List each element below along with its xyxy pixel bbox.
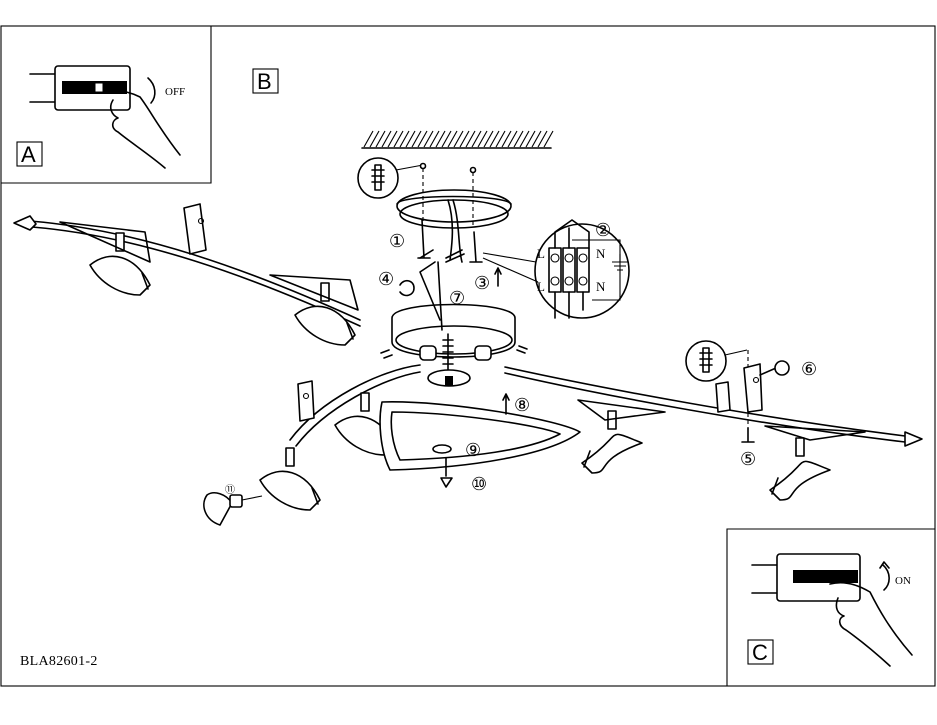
terminal-label-n-bottom: N [596,279,606,294]
hatch-line [435,130,446,148]
panel-a: OFF A [1,26,212,184]
spotlight [581,410,643,474]
arm-frame [59,221,151,263]
arm-frame [269,274,359,311]
hatch-line [507,130,518,148]
ceiling-canopy [396,162,512,263]
hatch-line [453,130,464,148]
hatch-line [471,130,482,148]
terminal-label-n-top: N [596,246,606,261]
hatch-line [399,130,410,148]
up-arrow-icon [502,393,510,415]
terminal-label-l-bottom: L [537,279,545,294]
spotlight [769,437,831,501]
hatch-line [501,130,512,148]
hatch-line [393,130,404,148]
switch-label-on: ON [895,575,911,587]
hand-icon [99,89,181,169]
mounting-plate [380,249,528,387]
hatch-line [531,130,542,148]
panel-letter-c: C [752,640,768,665]
arm-frame [577,399,666,421]
spotlight [259,447,321,511]
rotate-arrow-icon [879,561,890,591]
callout-number: ⑥ [801,359,817,379]
callout-number: ⑨ [465,440,481,460]
breaker-panel-off [29,65,131,111]
hatch-line [411,130,422,148]
hatch-line [513,130,524,148]
terminal-label-l-top: L [537,246,545,261]
breaker-panel-on [751,553,861,602]
hatch-line [387,130,398,148]
front-diffuser [379,401,581,488]
hatch-line [525,130,536,148]
arm-frame [764,425,866,441]
callout-number: ⑤ [740,449,756,469]
hatch-line [447,130,458,148]
hatch-line [381,130,392,148]
hatch-line [369,130,380,148]
hatch-line [459,130,470,148]
outer-frame [0,25,936,687]
ceiling-hatch [361,130,554,149]
hatch-line [489,130,500,148]
rotate-arrow-icon [147,77,156,104]
panel-b-label: B [252,68,279,94]
hatch-line [375,130,386,148]
hatch-line [537,130,548,148]
callout-number: ⑩ [471,474,487,494]
rail-bracket-left [183,203,207,255]
hatch-line [519,130,530,148]
spotlight [294,282,356,346]
spotlight [89,232,151,296]
callout-number: ④ [378,269,394,289]
hatch-line [495,130,506,148]
hatch-line [465,130,476,148]
rail-bracket-front [297,380,315,422]
callout-number: ③ [474,273,490,293]
switch-label-off: OFF [165,86,185,98]
hatch-line [441,130,452,148]
hatch-line [417,130,428,148]
hatch-line [477,130,488,148]
hatch-line [429,130,440,148]
callout-number: ⑧ [514,395,530,415]
up-arrow-icon [494,267,502,287]
wall-bracket-right [685,340,790,443]
wall-plug-detail [357,157,424,199]
hand-icon [829,581,913,667]
callout-number: ⑦ [449,288,465,308]
callout-number: ① [389,231,405,251]
hatch-line [405,130,416,148]
panel-letter-a: A [21,142,36,167]
callout-number: ② [595,220,611,240]
model-code: BLA82601-2 [20,654,98,669]
wiring-detail: L N L N [482,219,630,319]
hatch-line [543,130,554,148]
bulb-gu10 [203,492,263,526]
svg-text:B: B [257,69,272,94]
callout-numbers: ① ② ③ ④ ⑤ ⑥ ⑦ ⑧ ⑨ ⑩ ⑪ [225,220,817,496]
callout-number: ⑪ [225,484,235,496]
hatch-line [483,130,494,148]
hatch-line [363,130,374,148]
panel-c: ON C [726,528,935,686]
hatch-line [423,130,434,148]
